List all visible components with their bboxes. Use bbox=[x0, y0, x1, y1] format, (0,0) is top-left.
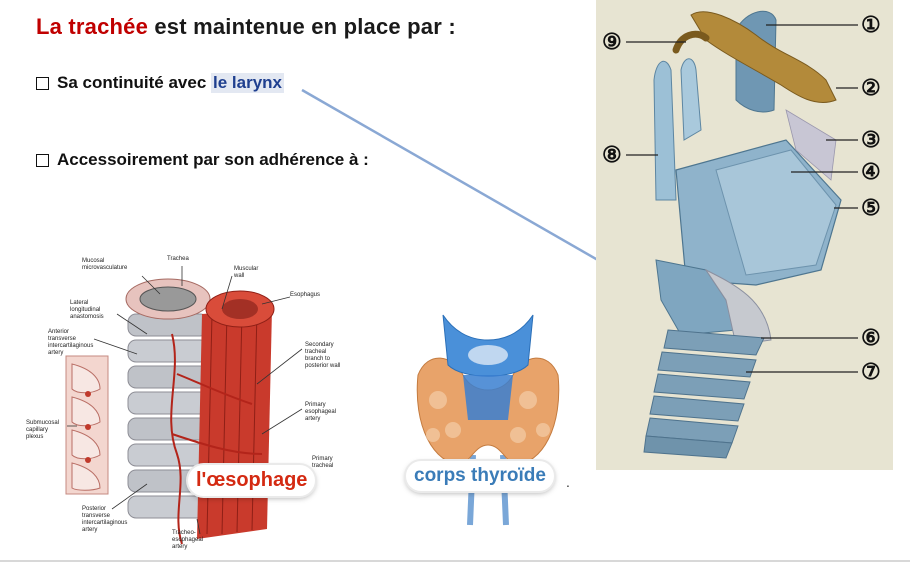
anatomy-number-4: ④ bbox=[861, 159, 881, 184]
anatomy-number-7: ⑦ bbox=[861, 359, 881, 384]
label-tracheo-esophageal: Tracheo- esophageal artery bbox=[172, 530, 204, 550]
anatomy-number-9: ⑨ bbox=[602, 29, 622, 54]
bullet-adherence: Accessoirement par son adhérence à : bbox=[36, 150, 369, 170]
thyroide-label: corps thyroïde bbox=[406, 461, 554, 491]
bullet-adherence-text: Accessoirement par son adhérence à : bbox=[57, 150, 369, 169]
thyroid-illustration bbox=[408, 305, 568, 530]
label-submucosal: Submucosal capillary plexus bbox=[26, 420, 60, 440]
slide-title: La trachée est maintenue en place par : bbox=[36, 14, 456, 40]
anatomy-number-3: ③ bbox=[861, 127, 881, 152]
label-esophagus: Esophagus bbox=[290, 292, 321, 298]
label-trachea: Trachea bbox=[167, 256, 189, 262]
label-lateral: Lateral longitudinal anastomosis bbox=[70, 300, 104, 320]
checkbox-bullet-icon bbox=[36, 153, 49, 167]
anatomy-number-6: ⑥ bbox=[861, 325, 881, 350]
title-highlight: La trachée bbox=[36, 14, 149, 39]
anatomy-number-1: ① bbox=[861, 12, 881, 37]
anatomy-number-2: ② bbox=[861, 75, 881, 100]
trailing-dot: . bbox=[566, 474, 570, 490]
label-secondary: Secondary tracheal branch to posterior w… bbox=[305, 342, 341, 369]
larynx-illustration: ① ② ③ ④ ⑤ ⑥ ⑦ ⑧ ⑨ bbox=[596, 0, 893, 470]
bullet-larynx-text: Sa continuité avec bbox=[57, 73, 207, 92]
anatomy-number-8: ⑧ bbox=[602, 142, 622, 167]
label-anterior: Anterior transverse intercartilaginous a… bbox=[48, 329, 94, 356]
label-muscular: Muscular wall bbox=[234, 266, 259, 279]
oesophage-label: l'œsophage bbox=[188, 465, 316, 496]
slide-bottom-border bbox=[0, 560, 910, 562]
bullet-larynx: Sa continuité avec le larynx bbox=[36, 73, 285, 93]
label-mucosal: Mucosal microvasculature bbox=[82, 258, 128, 271]
label-primary-tracheal: Primary tracheal bbox=[312, 456, 334, 469]
larynx-highlight: le larynx bbox=[211, 73, 285, 93]
esophagus-trachea-illustration: Mucosal microvasculature Trachea Muscula… bbox=[22, 254, 352, 554]
checkbox-bullet-icon bbox=[36, 76, 49, 90]
label-primary-esophageal: Primary esophageal artery bbox=[305, 402, 337, 422]
label-posterior: Posterior transverse intercartilaginous … bbox=[82, 506, 128, 533]
anatomy-number-5: ⑤ bbox=[861, 195, 881, 220]
title-rest: est maintenue en place par : bbox=[148, 14, 456, 39]
